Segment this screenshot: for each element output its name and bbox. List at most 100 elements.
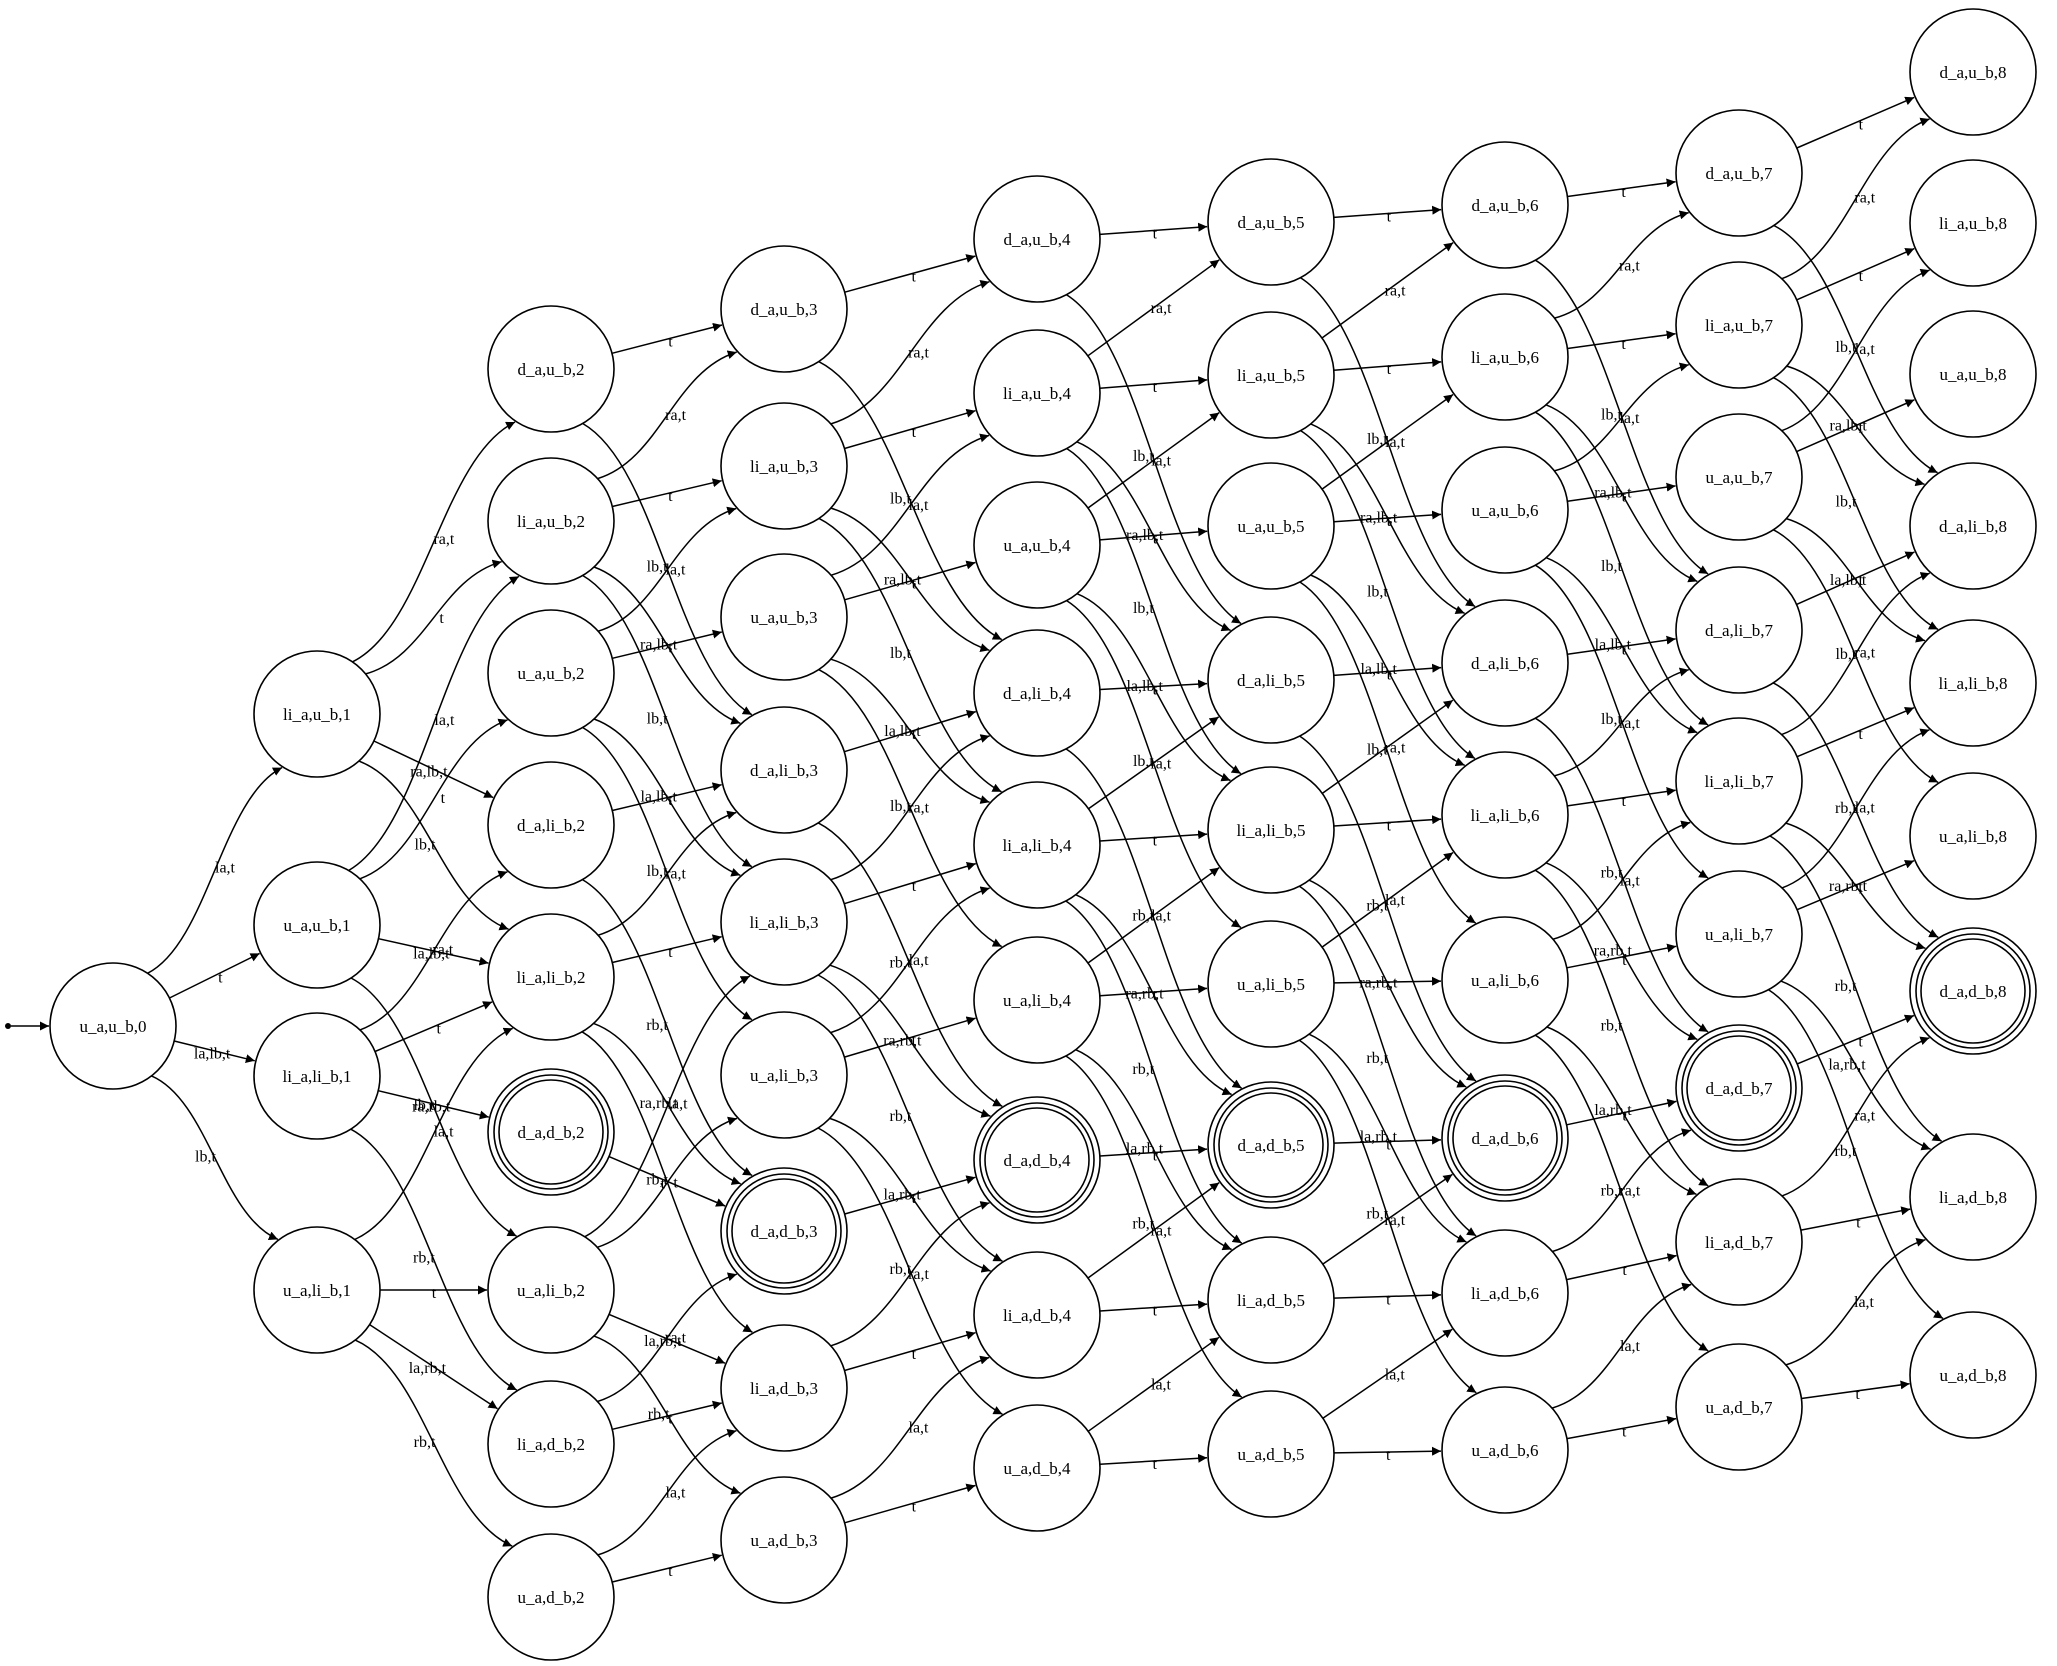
- edge-label: ra,t: [1854, 1108, 1875, 1125]
- edge-label: lb,t: [1367, 431, 1388, 448]
- state-label: u_a,li_b,6: [1471, 971, 1539, 990]
- state-li-a-u-b-7: li_a,u_b,7: [1675, 261, 1803, 389]
- edge-li-a-d-b-4-to-d-a-d-b-5: [1087, 1181, 1220, 1279]
- state-label: li_a,d_b,3: [750, 1379, 818, 1398]
- edge-d-a-li-b-2-to-d-a-li-b-3: [612, 782, 722, 812]
- edge-li-a-li-b-1-to-d-a-d-b-2: [378, 1089, 489, 1120]
- edge-label: ra,t: [1151, 1223, 1172, 1240]
- state-label: li_a,u_b,8: [1939, 214, 2007, 233]
- edge-label: la,lb,t: [884, 723, 921, 740]
- state-u-a-u-b-2: u_a,u_b,2: [487, 609, 615, 737]
- state-li-a-u-b-5: li_a,u_b,5: [1207, 311, 1335, 439]
- edge-label: lb,t: [890, 645, 911, 662]
- edge-u-a-u-b-6-to-u-a-u-b-7: [1567, 482, 1676, 502]
- state-label: u_a,li_b,7: [1705, 925, 1773, 944]
- edge-label: t: [1152, 682, 1157, 699]
- edge-label: t: [1153, 1148, 1158, 1165]
- edge-li-a-u-b-7-to-d-a-u-b-8: [1781, 117, 1930, 280]
- edge-label: ra,t: [1854, 645, 1875, 662]
- state-label: u_a,u_b,3: [750, 608, 817, 627]
- edge-label: ra,t: [432, 942, 453, 959]
- state-circle: [973, 1251, 1101, 1379]
- edge-label: ra,t: [1384, 1212, 1405, 1229]
- state-u-a-li-b-5: u_a,li_b,5: [1207, 920, 1335, 1048]
- edge-li-a-li-b-3-to-d-a-d-b-4: [829, 964, 991, 1118]
- edge-u-a-d-b-7-to-u-a-d-b-8: [1801, 1380, 1910, 1400]
- state-d-a-u-b-2: d_a,u_b,2: [487, 305, 615, 433]
- edge-label: t: [668, 488, 673, 505]
- state-circle: [487, 913, 615, 1041]
- state-circle: [487, 457, 615, 585]
- state-label: li_a,d_b,6: [1471, 1284, 1539, 1303]
- state-label: d_a,li_b,6: [1471, 654, 1539, 673]
- state-circle: [1441, 1386, 1569, 1514]
- edge-label: t: [1858, 1034, 1863, 1051]
- edge-u-a-u-b-7-to-li-a-u-b-8: [1781, 268, 1930, 432]
- state-label: li_a,d_b,7: [1705, 1233, 1773, 1252]
- accepting-ring: [1920, 938, 2026, 1044]
- state-circle: [720, 1011, 848, 1139]
- edge-label: ra,rb,t: [412, 1099, 451, 1116]
- edge-li-a-li-b-4-to-li-a-d-b-5: [1065, 900, 1243, 1244]
- state-u-a-u-b-7: u_a,u_b,7: [1675, 413, 1803, 541]
- edge-label: t: [441, 790, 446, 807]
- edge-d-a-u-b-6-to-d-a-u-b-7: [1567, 178, 1676, 198]
- state-label: u_a,u_b,5: [1237, 517, 1304, 536]
- edge-u-a-u-b-6-to-li-a-u-b-7: [1554, 362, 1689, 472]
- edge-d-a-u-b-7-to-d-a-u-b-8: [1796, 96, 1915, 149]
- edge-label: t: [1621, 641, 1626, 658]
- state-d-a-d-b-3: d_a,d_b,3: [720, 1167, 848, 1295]
- edge-label: lb,t: [1133, 753, 1154, 770]
- state-circle: [1675, 566, 1803, 694]
- edges-layer: [147, 96, 1944, 1583]
- edge-label: lb,t: [1601, 406, 1622, 423]
- edge-label: ra,lb,t: [1360, 510, 1398, 527]
- state-circle: [253, 1226, 381, 1354]
- state-d-a-li-b-2: d_a,li_b,2: [487, 761, 615, 889]
- edge-label: t: [1386, 977, 1391, 994]
- state-circle: [1675, 109, 1803, 237]
- edge-li-a-d-b-5-to-li-a-d-b-6: [1333, 1290, 1442, 1300]
- state-circle: [1207, 616, 1335, 744]
- state-circle: [973, 936, 1101, 1064]
- edge-li-a-u-b-3-to-li-a-li-b-4: [818, 517, 1002, 793]
- edge-label: lb,t: [195, 1148, 216, 1165]
- edge-label: t: [912, 424, 917, 441]
- edge-label: la,lb,t: [1360, 661, 1397, 678]
- state-label: li_a,li_b,4: [1003, 836, 1072, 855]
- edge-label: t: [668, 792, 673, 809]
- state-circle: [1441, 446, 1569, 574]
- state-circle: [720, 1167, 848, 1295]
- edge-u-a-d-b-2-to-u-a-d-b-3: [612, 1552, 722, 1583]
- edge-label: ra,t: [1854, 190, 1875, 207]
- edge-u-a-d-b-3-to-u-a-d-b-4: [844, 1483, 976, 1524]
- state-circle: [1675, 261, 1803, 389]
- edge-label: t: [1622, 1262, 1627, 1279]
- state-li-a-u-b-3: li_a,u_b,3: [720, 402, 848, 530]
- state-u-a-li-b-7: u_a,li_b,7: [1675, 870, 1803, 998]
- edge-u-a-u-b-1-to-u-a-u-b-2: [359, 718, 508, 880]
- edge-li-a-u-b-5-to-li-a-li-b-6: [1300, 429, 1476, 760]
- edge-label: la,lb,t: [1126, 678, 1163, 695]
- edge-li-a-li-b-7-to-d-a-li-b-8: [1781, 572, 1930, 736]
- state-label: d_a,d_b,6: [1471, 1129, 1538, 1148]
- edge-label: la,rb,t: [644, 1333, 682, 1350]
- edge-u-a-d-b-5-to-li-a-d-b-6: [1322, 1328, 1453, 1419]
- state-label: u_a,d_b,5: [1237, 1445, 1304, 1464]
- edge-u-a-u-b-5-to-li-a-li-b-6: [1310, 574, 1465, 767]
- state-circle: [253, 861, 381, 989]
- state-label: d_a,li_b,5: [1237, 671, 1305, 690]
- edge-label: rb,t: [646, 1017, 668, 1034]
- edge-li-a-li-b-6-to-li-a-li-b-7: [1567, 787, 1676, 807]
- edge-u-a-d-b-2-to-li-a-d-b-3: [597, 1428, 737, 1556]
- edge-u-a-li-b-1-to-li-a-li-b-2: [354, 1027, 514, 1241]
- edge-label: t: [1856, 1214, 1861, 1231]
- state-label: d_a,li_b,3: [750, 761, 818, 780]
- edge-li-a-u-b-7-to-li-a-li-b-8: [1773, 377, 1939, 631]
- edge-label: la,t: [909, 952, 930, 969]
- edge-label: t: [1622, 1423, 1627, 1440]
- edge-label: t: [1152, 1456, 1157, 1473]
- edge-d-a-d-b-3-to-d-a-d-b-4: [844, 1175, 976, 1215]
- edge-label: la,lb,t: [1595, 636, 1632, 653]
- state-u-a-li-b-3: u_a,li_b,3: [720, 1011, 848, 1139]
